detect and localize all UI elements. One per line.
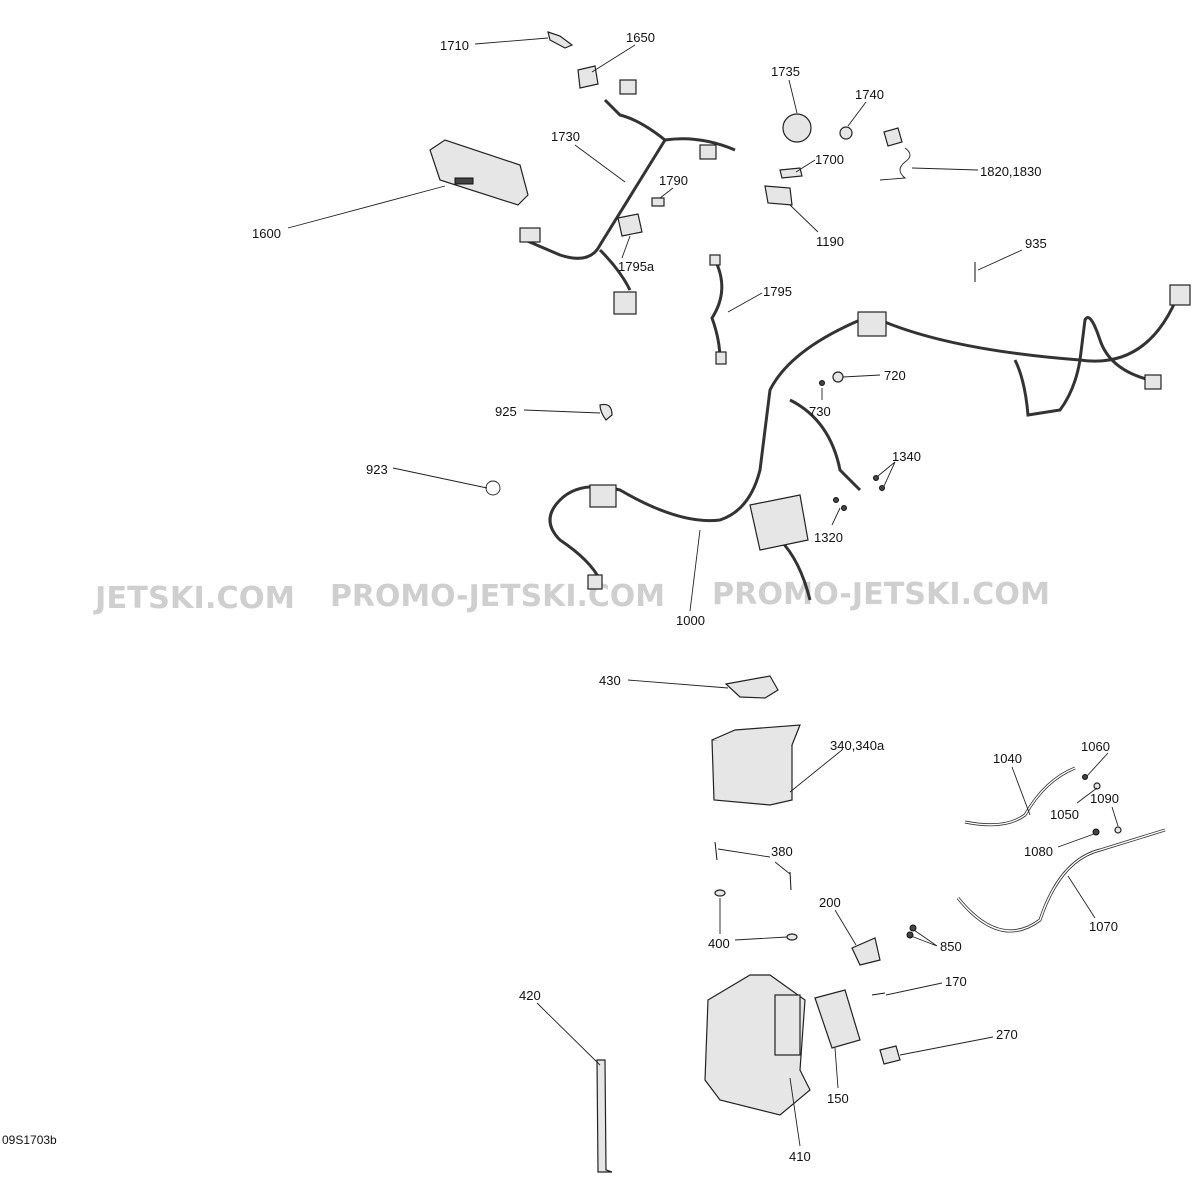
relay-1650 (577, 65, 599, 89)
label-1600: 1600 (252, 226, 281, 241)
label-1735: 1735 (771, 64, 800, 79)
module-150 (814, 989, 861, 1049)
label-1090: 1090 (1090, 791, 1119, 806)
label-850: 850 (940, 939, 962, 954)
label-925: 925 (495, 404, 517, 419)
callout-labels: 1710 1650 1735 1740 1730 1700 1820,1830 … (2, 30, 1119, 1164)
lanyard-1830 (879, 147, 911, 181)
bolt-380 (714, 841, 718, 861)
fuse-box (749, 494, 809, 551)
clip-925 (599, 403, 613, 421)
label-1060: 1060 (1081, 739, 1110, 754)
label-1730: 1730 (551, 129, 580, 144)
washer-400 (714, 889, 726, 897)
connector-1710 (547, 31, 574, 49)
label-1820-1830: 1820,1830 (980, 164, 1041, 179)
part-1190 (764, 185, 793, 206)
label-1795: 1795 (763, 284, 792, 299)
label-1700: 1700 (815, 152, 844, 167)
label-1190: 1190 (816, 234, 844, 249)
label-1340: 1340 (892, 449, 921, 464)
label-1050: 1050 (1050, 807, 1079, 822)
switch-1735 (782, 113, 812, 143)
label-200: 200 (819, 895, 841, 910)
label-730: 730 (809, 404, 831, 419)
label-1650: 1650 (626, 30, 655, 45)
part-730 (819, 380, 825, 386)
connector-1730 (613, 291, 637, 315)
washer-1740 (839, 126, 853, 140)
label-400: 400 (708, 936, 730, 951)
cluster-connector (454, 177, 474, 185)
label-150: 150 (827, 1091, 849, 1106)
label-1790: 1790 (659, 173, 688, 188)
label-340-340a: 340,340a (830, 738, 885, 753)
fuse-1790 (651, 197, 665, 207)
gauge-cluster-1600 (429, 139, 529, 206)
nut-850 (909, 924, 917, 932)
cover-430 (724, 675, 779, 699)
label-1070: 1070 (1089, 919, 1118, 934)
part-drawings (429, 31, 1191, 1173)
label-1080: 1080 (1024, 844, 1053, 859)
watermark: JETSKI.COM PROMO-JETSKI.COM PROMO-JETSKI… (93, 577, 1050, 616)
connector-270 (879, 1045, 901, 1065)
bolt-1050 (1093, 782, 1101, 790)
label-270: 270 (996, 1027, 1018, 1042)
label-1000: 1000 (676, 613, 705, 628)
label-420: 420 (519, 988, 541, 1003)
harness-1795 (710, 259, 724, 361)
watermark-text: PROMO-JETSKI.COM (330, 579, 665, 614)
label-720: 720 (884, 368, 906, 383)
part-720 (832, 371, 844, 383)
watermark-text: PROMO-JETSKI.COM (712, 577, 1050, 612)
label-380: 380 (771, 844, 793, 859)
screw-170 (871, 992, 886, 996)
screw-1340 (873, 475, 879, 481)
key-1820 (883, 127, 903, 147)
harness-1000 (548, 318, 861, 581)
label-935: 935 (1025, 236, 1047, 251)
label-1320: 1320 (814, 530, 843, 545)
label-430: 430 (599, 673, 621, 688)
leader-lines (287, 37, 1119, 1147)
label-1040: 1040 (993, 751, 1022, 766)
harness-1730 (524, 139, 667, 260)
connector-main (857, 311, 887, 337)
strap-420 (596, 1059, 613, 1173)
tie-923 (485, 480, 501, 496)
nut-1080 (1092, 828, 1100, 836)
diagram-code: 09S1703b (2, 1133, 57, 1147)
part-1795a (617, 213, 643, 237)
label-410: 410 (789, 1149, 811, 1164)
battery-340 (711, 734, 793, 806)
nut-1090 (1114, 826, 1122, 834)
screw-1320 (833, 497, 839, 503)
solenoid-200 (851, 937, 881, 966)
nut-1060 (1082, 774, 1088, 780)
label-1740: 1740 (855, 87, 884, 102)
label-1795a: 1795a (618, 259, 655, 274)
cable-1070 (956, 828, 1166, 933)
watermark-text: JETSKI.COM (93, 581, 295, 616)
label-1710: 1710 (440, 38, 469, 53)
part-1700 (779, 167, 803, 179)
label-923: 923 (366, 462, 388, 477)
label-170: 170 (945, 974, 967, 989)
